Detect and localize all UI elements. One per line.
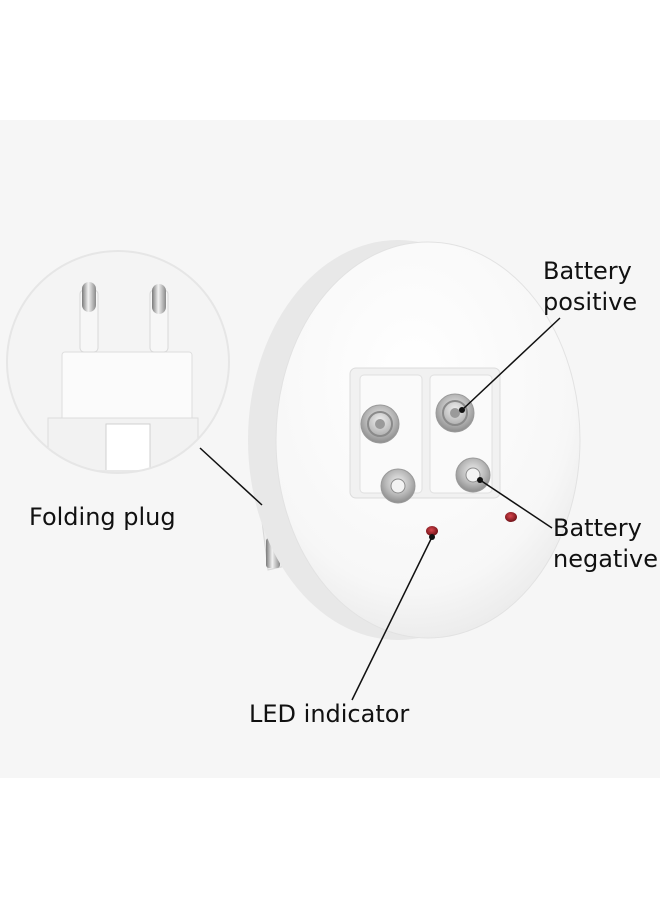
led-indicator-left (426, 526, 438, 536)
charger-body (248, 240, 581, 640)
folding-plug-inset (6, 250, 230, 474)
callout-line-battery-positive (461, 317, 561, 411)
led-indicator-right (505, 512, 517, 522)
label-folding-plug: Folding plug (29, 503, 176, 531)
callout-dot-battery-positive (459, 407, 465, 413)
battery-contact-positive-left (360, 404, 400, 444)
callout-line-led-indicator (351, 536, 433, 701)
callout-dot-led-indicator (429, 534, 435, 540)
label-led-indicator: LED indicator (249, 700, 410, 728)
battery-contact-negative-right (455, 457, 491, 493)
callout-line-battery-negative (479, 479, 553, 529)
label-battery-negative: Battery negative (553, 514, 658, 573)
battery-contact-negative-left (380, 468, 416, 504)
callout-line-folding-plug (199, 447, 263, 506)
label-battery-positive: Battery positive (543, 257, 638, 316)
battery-contact-positive-right (435, 393, 475, 433)
callout-dot-battery-negative (477, 477, 483, 483)
